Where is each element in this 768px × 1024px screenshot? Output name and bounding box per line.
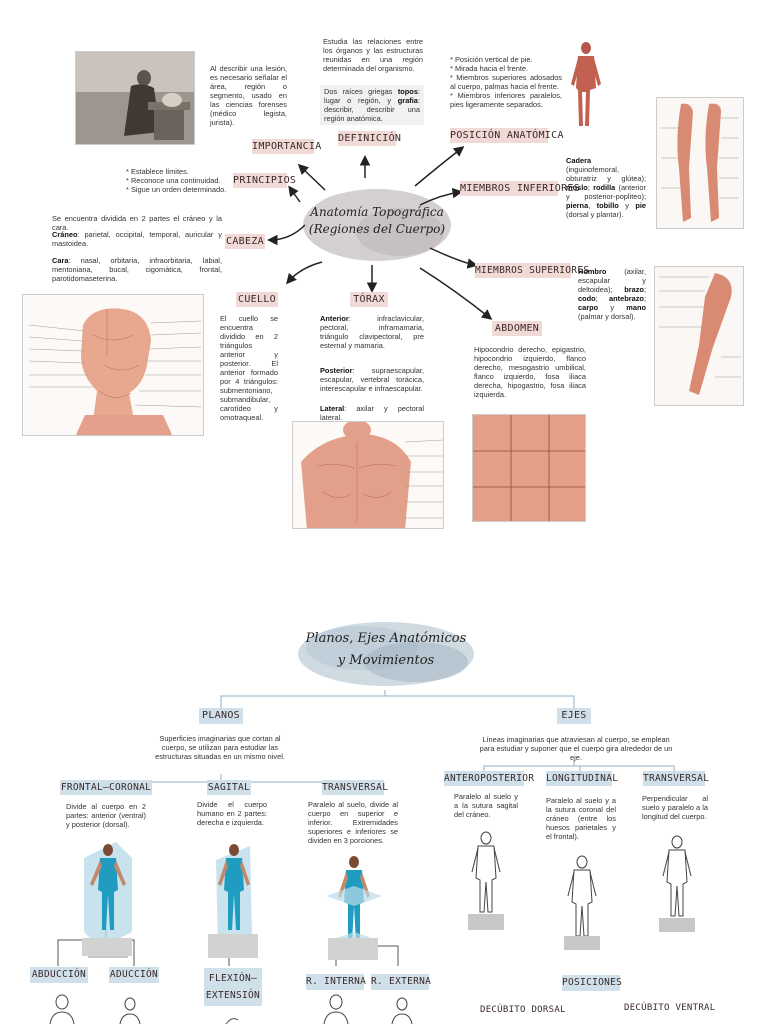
legs-illustration xyxy=(656,97,744,229)
posicion-item: * Miembros inferiores paralelos, pies li… xyxy=(450,91,562,109)
miembros-inferiores-text: Cadera (inguinofemoral, obturatriz y glú… xyxy=(566,156,647,219)
cabeza-cara: Cara: nasal, orbitaria, infraorbitaria, … xyxy=(52,256,222,283)
frontal-plane-figure xyxy=(84,842,132,958)
torax-lateral: Lateral: axilar y pectoral lateral. xyxy=(320,404,424,422)
definicion-greek-c: : lugar o región, y xyxy=(324,87,420,105)
posicion-item: * Miembros superiores adosados al cuerpo… xyxy=(450,73,562,91)
principios-item: * Establece límites. xyxy=(126,167,189,176)
cabeza-craneo: Cráneo: parietal, occipital, temporal, a… xyxy=(52,230,222,248)
definicion-greek-topos: topos xyxy=(397,87,418,96)
historic-photo xyxy=(75,51,195,145)
aduccion-label: ADUCCIÓN xyxy=(109,967,159,983)
planos-title: Planos, Ejes Anatómicos y Movimientos xyxy=(292,628,480,672)
planos-text: Superficies imaginarias que cortan al cu… xyxy=(155,734,285,761)
planos-header: PLANOS xyxy=(199,708,243,724)
ejes-text: Líneas imaginarias que atraviesan al cue… xyxy=(479,735,673,762)
principios-item: * Reconoce una continuidad. xyxy=(126,176,221,185)
arm-illustration xyxy=(654,266,744,406)
miembros-superiores-header: MIEMBROS SUPERIORES xyxy=(475,263,590,278)
torax-anterior: Anterior: infraclavicular, pectoral, inf… xyxy=(320,314,424,350)
central-title-line1: Anatomía Topográfica xyxy=(310,205,444,219)
miembros-superiores-text: Hombro (axilar, escapular y deltoidea); … xyxy=(578,267,646,321)
torax-posterior: Posterior: supraescapular, escapular, ve… xyxy=(320,366,424,393)
posiciones-header: POSICIONES xyxy=(562,975,622,991)
planos-transversal-header: TRANSVERSAL xyxy=(322,780,389,795)
central-title-cloud xyxy=(303,189,451,261)
posicion-header: POSICIÓN ANATÓMICA xyxy=(450,128,564,143)
torax-header: TÓRAX xyxy=(350,292,388,307)
anteroposterior-figure xyxy=(468,831,504,930)
importancia-header: IMPORTANCIA xyxy=(252,139,322,154)
anteroposterior-header: ANTEROPOSTERIOR xyxy=(444,771,535,786)
definicion-greek-a: Dos raíces griegas xyxy=(324,87,398,96)
longitudinal-figure xyxy=(564,855,600,950)
sagital-pedestal xyxy=(208,934,258,958)
frontal-coronal-header: FRONTAL—CORONAL xyxy=(60,780,152,795)
central-title: Anatomía Topográfica (Regiones del Cuerp… xyxy=(296,204,458,238)
sagital-header: SAGITAL xyxy=(207,780,251,795)
decubito-dorsal-label: DECÚBITO DORSAL xyxy=(480,1005,566,1015)
head-neck-illustration xyxy=(22,294,204,436)
rotacion-externa-label: R. EXTERNA xyxy=(371,974,431,990)
ejes-transversal-figure xyxy=(659,835,695,932)
flexion-extension-label: FLEXIÓN— EXTENSIÓN xyxy=(204,968,262,1006)
rotacion-interna-label: R. INTERNA xyxy=(306,974,366,990)
decubito-ventral-label: DECÚBITO VENTRAL xyxy=(624,1003,716,1013)
cuello-header: CUELLO xyxy=(236,292,278,307)
flexion-label-line1: FLEXIÓN— xyxy=(208,973,258,984)
central-title-line2: (Regiones del Cuerpo) xyxy=(308,222,446,236)
planos-title-line2: y Movimientos xyxy=(337,653,435,668)
importancia-text: Al describir una lesión, es necesario se… xyxy=(210,64,287,127)
flexion-label-line2: EXTENSIÓN xyxy=(205,990,261,1001)
principios-list: * Establece límites. * Reconoce una cont… xyxy=(126,167,228,194)
definicion-greek-e: : describir, describir una región anatóm… xyxy=(324,96,420,123)
chest-illustration xyxy=(292,421,444,529)
anteroposterior-text: Paralelo al suelo y a la sutura sagital … xyxy=(454,792,518,819)
posicion-list: * Posición vertical de pie. * Mirada hac… xyxy=(450,55,562,109)
muscle-figure xyxy=(571,42,601,126)
ejes-header: EJES xyxy=(557,708,591,724)
longitudinal-header: LONGITUDINAL xyxy=(546,771,619,786)
definicion-greek-note: Dos raíces griegas topos: lugar o región… xyxy=(320,85,424,125)
frontal-pedestal xyxy=(82,938,132,956)
transversal-pedestal xyxy=(328,938,378,960)
planos-title-line1: Planos, Ejes Anatómicos xyxy=(305,631,467,646)
planos-title-cloud xyxy=(298,622,474,686)
miembros-inferiores-header: MIEMBROS INFERIORES xyxy=(460,181,581,196)
principios-header: PRINCIPIOS xyxy=(233,173,297,188)
ejes-transversal-text: Perpendicular al suelo y paralelo a la l… xyxy=(642,794,708,821)
abdomen-illustration xyxy=(472,414,586,522)
abdomen-header: ABDOMEN xyxy=(492,321,542,336)
ejes-transversal-header: TRANSVERSAL xyxy=(643,771,710,786)
posicion-item: * Mirada hacia el frente. xyxy=(450,64,529,73)
frontal-coronal-text: Divide al cuerpo en 2 partes: anterior (… xyxy=(66,802,146,829)
definicion-text: Estudia las relaciones entre los órganos… xyxy=(323,37,423,73)
movement-figures xyxy=(49,994,413,1024)
cabeza-intro: Se encuentra dividida en 2 partes el crá… xyxy=(52,214,222,232)
principios-item: * Sigue un orden determinado. xyxy=(126,185,227,194)
cuello-text: El cuello se encuentra dividido en 2 tri… xyxy=(220,314,278,422)
abdomen-text: Hipocondrio derecho, epigastrio, hipocon… xyxy=(474,345,586,399)
definicion-header: DEFINICIÓN xyxy=(338,131,402,146)
sagital-text: Divide el cuerpo humano en 2 partes: der… xyxy=(197,800,267,827)
transversal-plane-figure xyxy=(326,856,382,948)
longitudinal-text: Paralelo al suelo y a la sutura coronal … xyxy=(546,796,616,841)
mindmap-arrows xyxy=(267,146,493,320)
abduccion-label: ABDUCCIÓN xyxy=(30,967,88,983)
posicion-item: * Posición vertical de pie. xyxy=(450,55,533,64)
definicion-greek-grafia: grafia xyxy=(397,96,418,105)
planos-transversal-text: Paralelo al suelo, divide al cuerpo en s… xyxy=(308,800,398,845)
cabeza-header: CABEZA xyxy=(225,234,265,249)
